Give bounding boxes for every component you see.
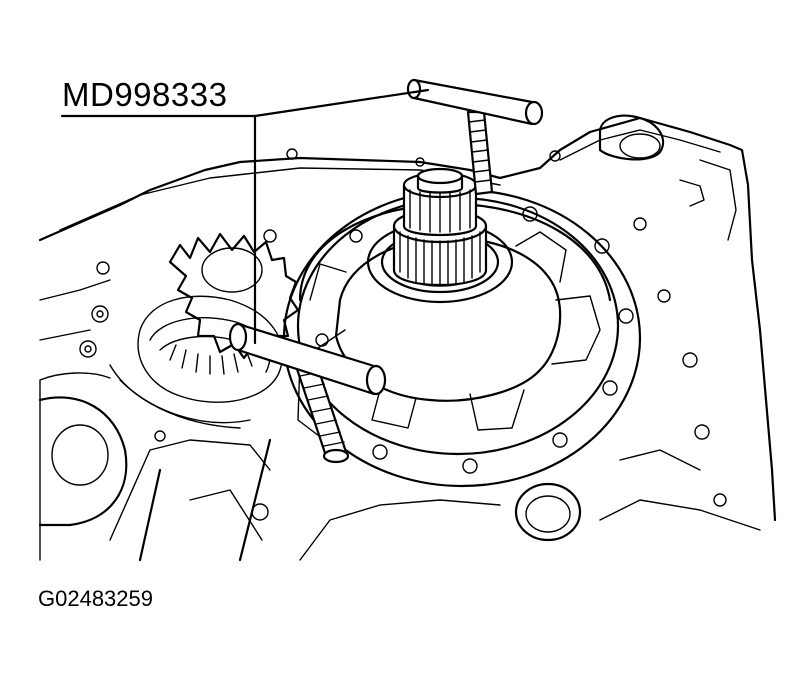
- tool-part-number-label: MD998333: [62, 76, 228, 113]
- transmission-case: [38, 114, 777, 562]
- figure-id-label: G02483259: [38, 586, 153, 611]
- callout-leader-lines: [60, 88, 430, 345]
- differential-gear: [109, 232, 300, 429]
- special-tool: [228, 78, 544, 464]
